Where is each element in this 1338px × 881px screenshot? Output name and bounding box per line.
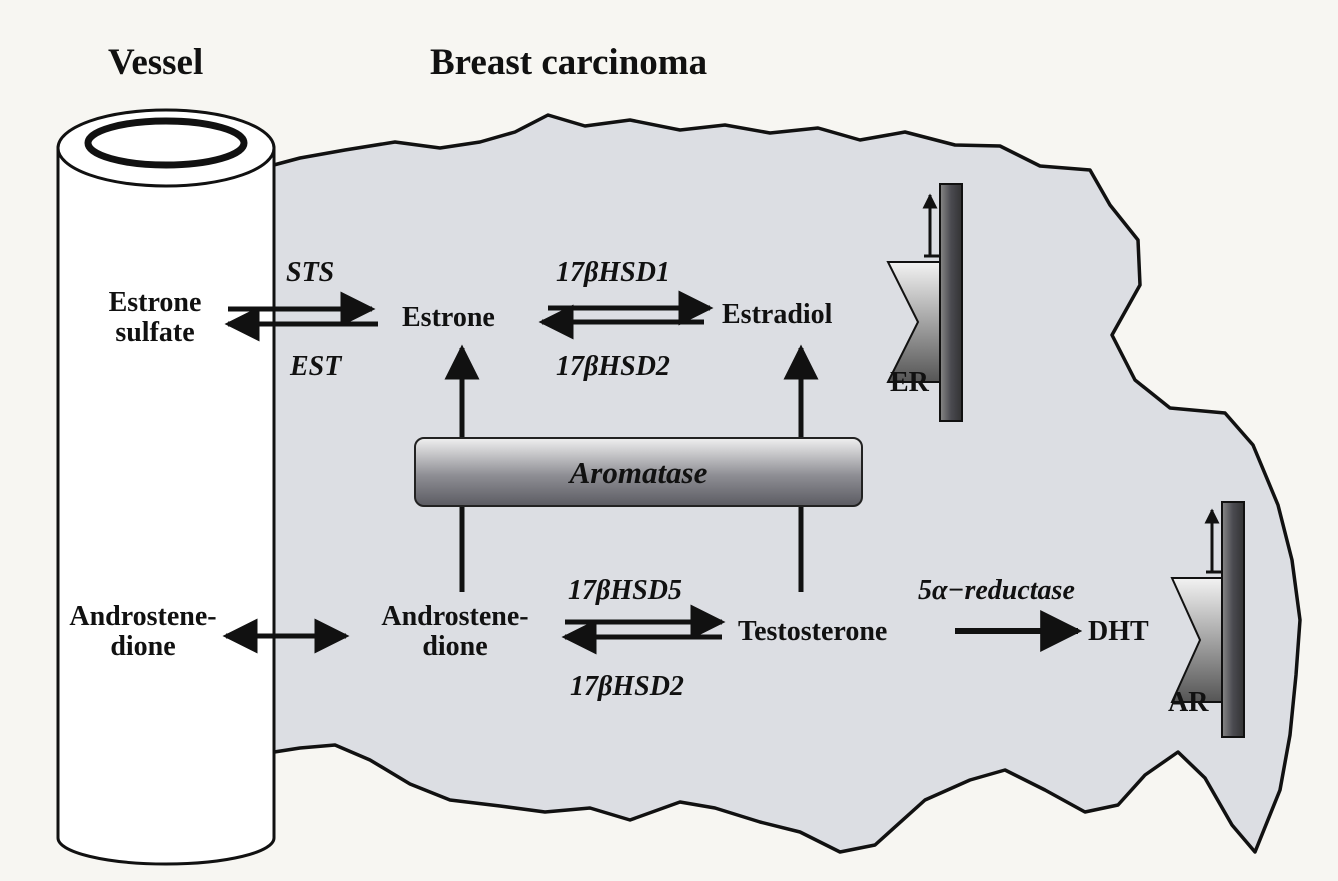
androstenedione-line2: dione	[350, 632, 560, 662]
vessel-androstenedione-line1: Androstene-	[58, 602, 228, 632]
vessel-title: Vessel	[108, 43, 203, 83]
er-label: ER	[890, 368, 929, 398]
hsd2-top-label: 17βHSD2	[556, 352, 670, 382]
aromatase-label: Aromatase	[415, 457, 862, 489]
vessel-androstenedione-label: Androstene- dione	[58, 602, 228, 662]
sts-label: STS	[286, 258, 334, 288]
testosterone-node: Testosterone	[738, 617, 887, 647]
reductase-label: 5α−reductase	[918, 576, 1075, 606]
hsd1-label: 17βHSD1	[556, 258, 670, 288]
dht-node: DHT	[1088, 617, 1149, 647]
vessel-cylinder	[58, 110, 274, 864]
hsd2-bottom-label: 17βHSD2	[570, 672, 684, 702]
estrone-sulfate-line1: Estrone	[80, 288, 230, 318]
estradiol-node: Estradiol	[722, 300, 832, 330]
estrone-node: Estrone	[402, 303, 495, 333]
tumor-title: Breast carcinoma	[430, 43, 707, 83]
estrone-sulfate-line2: sulfate	[80, 318, 230, 348]
hsd5-label: 17βHSD5	[568, 576, 682, 606]
est-label: EST	[290, 352, 341, 382]
androstenedione-line1: Androstene-	[350, 602, 560, 632]
vessel-androstenedione-line2: dione	[58, 632, 228, 662]
androstenedione-node: Androstene- dione	[350, 602, 560, 662]
ar-label: AR	[1168, 688, 1208, 718]
estrone-sulfate-label: Estrone sulfate	[80, 288, 230, 348]
